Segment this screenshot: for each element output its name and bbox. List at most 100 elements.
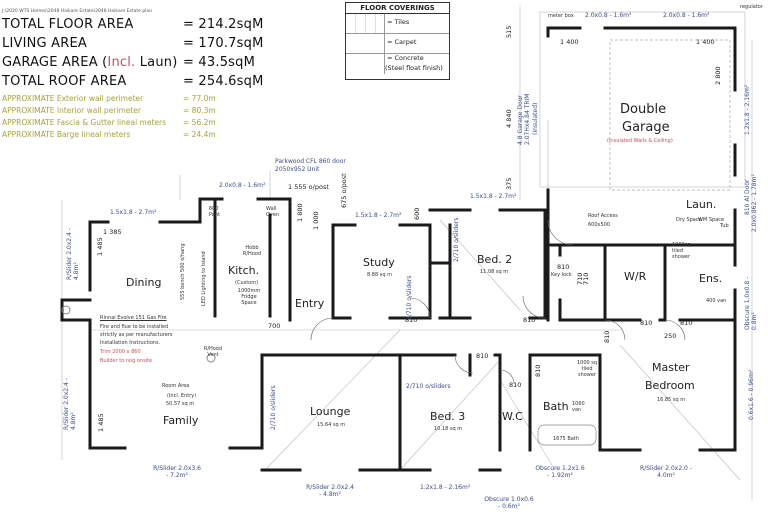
wm-space: WM Space [698,217,725,223]
garage-area-label: GARAGE AREA (Incl. Laun) [2,55,177,70]
fire-line-2: strictly as per manufacturers [100,332,173,338]
dim-2800: 2 800 [714,66,722,85]
window-ens-right: Obscure 1.0x0.8 - 0.8m² [744,276,758,330]
concrete-swatch [346,54,385,74]
bath-shower: 1000 sq tiled shower [576,360,598,378]
legend-tiles-label: = Tiles [387,18,410,26]
total-roof-area-label: TOTAL ROOF AREA [2,74,127,89]
carpet-swatch [346,34,385,53]
window-family-bottom: R/Slider 2.0x3.6 - 7.2m² [153,465,201,479]
window-master-right: 0.6x1.6 - 0.96m² [748,369,755,420]
door-swings [310,219,686,385]
fireplace-icon [61,305,71,315]
dim-4840: 4 840 [505,109,513,128]
fire-line-1: Fire and flue to be installed [100,324,169,330]
total-floor-area-value: = 214.2sqM [183,17,264,32]
legend-concrete-finish: (Steel float finish) [385,64,443,72]
tub-label: Tub [720,223,729,229]
thick-walls [60,26,737,472]
ens-van: 400 van [706,298,727,304]
bed3-sliders: 2/710 o/sliders [406,383,451,390]
window-dining-top: 1.5x1.8 - 2.7m² [110,209,157,216]
window-dining-left: R/Slider 2.0x2.4 - 4.8m² [66,228,80,280]
ens-shower: 1000sq tiled shower [672,242,691,260]
fire-title: Rinnai Evolve 151 Gas Fire [100,315,167,321]
dim-1485-dining: 1 485 [96,237,104,256]
post-dimension: 1 555 o/post [288,183,329,191]
window-garage-top-left: 2.0x0.8 - 1.6m² [585,12,632,19]
window-bed3-bottom: 1.2x1.8 - 2.16m² [420,484,471,491]
room-area-incl: (Incl. Entry) [167,393,197,399]
wall-oven: Wall Oven [266,206,280,218]
study-sliders: 2/710 o/sliders [406,275,413,320]
master-label-1: Master [652,361,690,374]
dim-wc-810: 810 [509,381,522,389]
bath-van: 1060 van [572,401,585,413]
bed3-label: Bed. 3 [430,410,466,423]
lounge-sliders: 2/710 o/sliders [270,385,277,430]
legend-carpet-label: = Carpet [387,38,417,46]
dim-1000: 1 000 [312,211,320,230]
garage-label-post: Laun) [135,55,178,70]
approx-ext-value: = 77.0m [183,94,216,103]
dim-1400-right: 1 400 [696,38,715,46]
al-door: 810 Al Door [744,179,751,215]
garage-area-value: = 43.5sqM [183,55,256,70]
tiles-swatch [346,14,385,33]
garage-label-1: Double [620,102,667,117]
wc-label: W.C [502,410,523,423]
garage-door-trim: 2.07Hx4.84 TRIM [524,93,531,145]
dim-1485-family: 1 485 [97,413,105,432]
garage-door-dashed [609,39,731,191]
regulator: regulator [740,4,763,10]
window-family-left: R/Slider 2.0x2.4 - 4.8m² [63,378,77,430]
family-label: Family [163,414,199,427]
window-lounge-bottom: R/Slider 2.0x2.4 - 4.8m² [306,484,354,498]
kitchen-label: Kitch. [228,264,260,277]
window-master-bottom: R/Slider 2.0x2.0 - 4.0m² [640,465,692,479]
lounge-label: Lounge [310,405,351,418]
master-area: 16.85 sq m [657,397,686,403]
bench-note: 555 bench 500 o/hang [180,243,186,300]
roof-access: Roof Access [588,213,618,219]
garage-label-pre: GARAGE AREA ( [2,55,108,70]
bath-tub: 1675 Bath [553,436,579,442]
closet-710-b: 710 [582,272,590,285]
rhood-vent: R/Hood Vent [203,346,223,358]
dim-study-810: 810 [405,316,418,324]
living-area-value: = 170.7sqM [183,36,264,51]
floor-coverings-legend: FLOOR COVERINGS = Tiles = Carpet = Concr… [345,2,450,80]
study-label: Study [363,256,395,269]
approx-ext-label: APPROXIMATE Exterior wall perimeter [2,94,144,103]
bed3-area: 10.18 sq m [434,426,463,432]
window-wc-bottom: Obscure 1.0x0.6 - 0.6m² [484,496,534,510]
post-dimension-2: 675 o/post [340,173,348,208]
dim-600: 600 [413,207,421,220]
approx-fascia-value: = 56.2m [183,118,216,127]
approx-int-value: = 80.3m [183,106,216,115]
garage-note: (Insulated Walls & Ceiling) [607,138,673,144]
study-area: 8.88 sq m [367,272,392,278]
legend-carpet: = Carpet [346,34,449,54]
window-kitchen-top: 2.0x0.8 - 1.6m² [219,182,266,189]
rhood-vent-icon [206,353,216,363]
legend-concrete-label: = Concrete [387,54,424,62]
fire-trim: Trim 2000 x 860 [100,349,141,355]
dim-bed2-810: 810 [523,316,536,324]
window-bath-bottom: Obscure 1.2x1.6 - 1.92m² [535,465,585,479]
pantry: 600 Pant [209,206,220,218]
living-area-label: LIVING AREA [2,36,87,51]
window-study-top: 1.5x1.8 - 2.7m² [355,212,402,219]
window-garage-top-right: 2.0x0.8 - 1.6m² [663,12,710,19]
bathtub-shape [537,424,597,446]
lounge-area: 15.64 sq m [317,422,346,428]
bath-label: Bath [543,400,569,413]
file-path: J:\2020 WTS Homes\2048 Haikare Estate\20… [2,9,153,14]
window-bed2-top: 1.5x1.8 - 2.7m² [470,193,517,200]
approx-fascia-label: APPROXIMATE Fascia & Gutter lineal meter… [2,118,167,127]
dim-1385: 1 385 [103,228,122,236]
dim-keylock-810: 810 [557,263,570,271]
dim-375: 375 [505,177,513,190]
dim-hall-810: 810 [603,330,611,343]
dim-bath-810: 810 [534,364,542,377]
